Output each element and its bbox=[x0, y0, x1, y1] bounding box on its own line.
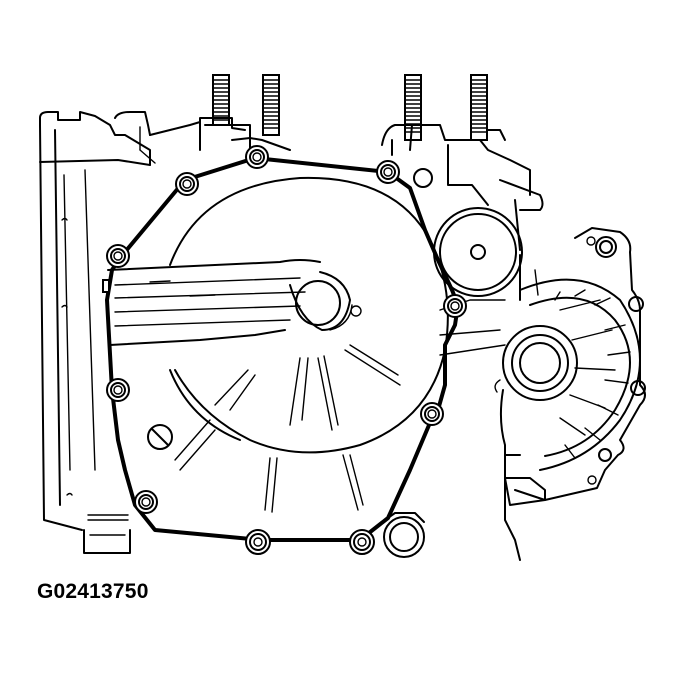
stud-4 bbox=[470, 74, 488, 141]
stud-1 bbox=[212, 74, 230, 126]
bolt-9 bbox=[245, 529, 271, 555]
bolt-2 bbox=[245, 145, 269, 169]
stud-2 bbox=[262, 74, 280, 136]
stud-3 bbox=[404, 74, 422, 141]
bolt-1 bbox=[175, 172, 199, 196]
threaded-studs bbox=[212, 74, 488, 141]
bolt-3 bbox=[376, 160, 400, 184]
bolt-7 bbox=[420, 402, 444, 426]
right-case bbox=[433, 199, 646, 561]
left-clip bbox=[102, 279, 110, 293]
bolt-10 bbox=[349, 529, 375, 555]
left-housing bbox=[39, 111, 246, 554]
bolt-8 bbox=[134, 490, 158, 514]
bolt-4 bbox=[106, 244, 130, 268]
cover-gasket-outline bbox=[105, 156, 460, 542]
cover-bolts bbox=[106, 145, 467, 555]
figure-id-caption: G02413750 bbox=[37, 580, 149, 603]
top-bosses bbox=[204, 124, 544, 211]
bolt-5 bbox=[443, 294, 467, 318]
bolt-6 bbox=[106, 378, 130, 402]
